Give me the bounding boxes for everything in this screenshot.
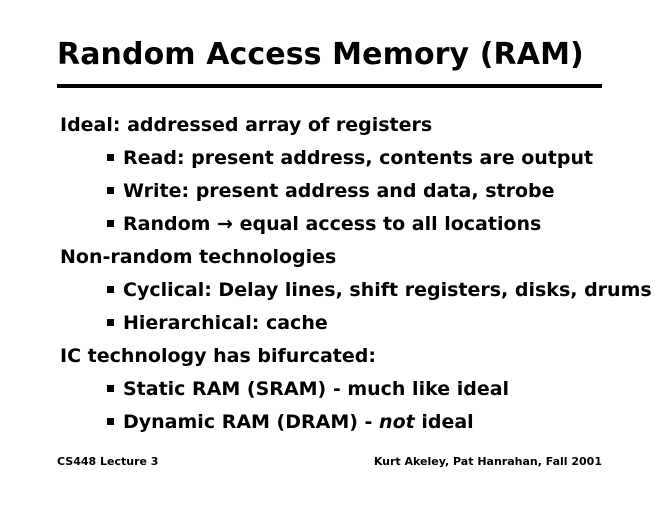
emphasized-text: not bbox=[379, 410, 415, 433]
footer-right-text: Kurt Akeley, Pat Hanrahan, Fall 2001 bbox=[373, 455, 602, 468]
bullet-item-level1: IC technology has bifurcated: bbox=[57, 339, 617, 372]
bullet-item-label: Read: present address, contents are outp… bbox=[123, 146, 594, 169]
bullet-item-level2: Dynamic RAM (DRAM) - not ideal bbox=[57, 405, 617, 438]
bullet-item-label: Hierarchical: cache bbox=[123, 311, 328, 334]
slide-footer: CS448 Lecture 3 Kurt Akeley, Pat Hanraha… bbox=[57, 455, 602, 468]
bullet-item-label: Write: present address and data, strobe bbox=[123, 179, 555, 202]
square-bullet-icon bbox=[107, 385, 114, 392]
bullet-item-level1: Ideal: addressed array of registers bbox=[57, 108, 617, 141]
bullet-item-level2: Write: present address and data, strobe bbox=[57, 174, 617, 207]
bullet-item-level2: Static RAM (SRAM) - much like ideal bbox=[57, 372, 617, 405]
bullet-item-label: IC technology has bifurcated: bbox=[60, 344, 376, 367]
square-bullet-icon bbox=[107, 319, 114, 326]
square-bullet-icon bbox=[107, 154, 114, 161]
bullet-item-label: Ideal: addressed array of registers bbox=[60, 113, 433, 136]
bullet-item-level2: Hierarchical: cache bbox=[57, 306, 617, 339]
bullet-item-label: Dynamic RAM (DRAM) - not ideal bbox=[123, 410, 474, 433]
bullet-item-level2: Cyclical: Delay lines, shift registers, … bbox=[57, 273, 652, 306]
bullet-item-level2: Random → equal access to all locations bbox=[57, 207, 617, 240]
page-title: Random Access Memory (RAM) bbox=[57, 37, 584, 72]
bullet-item-level2: Read: present address, contents are outp… bbox=[57, 141, 617, 174]
bullet-item-label: Non-random technologies bbox=[60, 245, 337, 268]
title-divider-rule bbox=[57, 84, 602, 88]
square-bullet-icon bbox=[107, 187, 114, 194]
footer-left-text: CS448 Lecture 3 bbox=[57, 455, 159, 468]
bullet-item-label: Static RAM (SRAM) - much like ideal bbox=[123, 377, 510, 400]
bullet-item-label: Random → equal access to all locations bbox=[123, 212, 542, 235]
square-bullet-icon bbox=[107, 286, 114, 293]
bullet-item-level1: Non-random technologies bbox=[57, 240, 617, 273]
square-bullet-icon bbox=[107, 220, 114, 227]
square-bullet-icon bbox=[107, 418, 114, 425]
title-block: Random Access Memory (RAM) bbox=[57, 36, 602, 74]
bullet-item-label: Cyclical: Delay lines, shift registers, … bbox=[123, 278, 652, 301]
